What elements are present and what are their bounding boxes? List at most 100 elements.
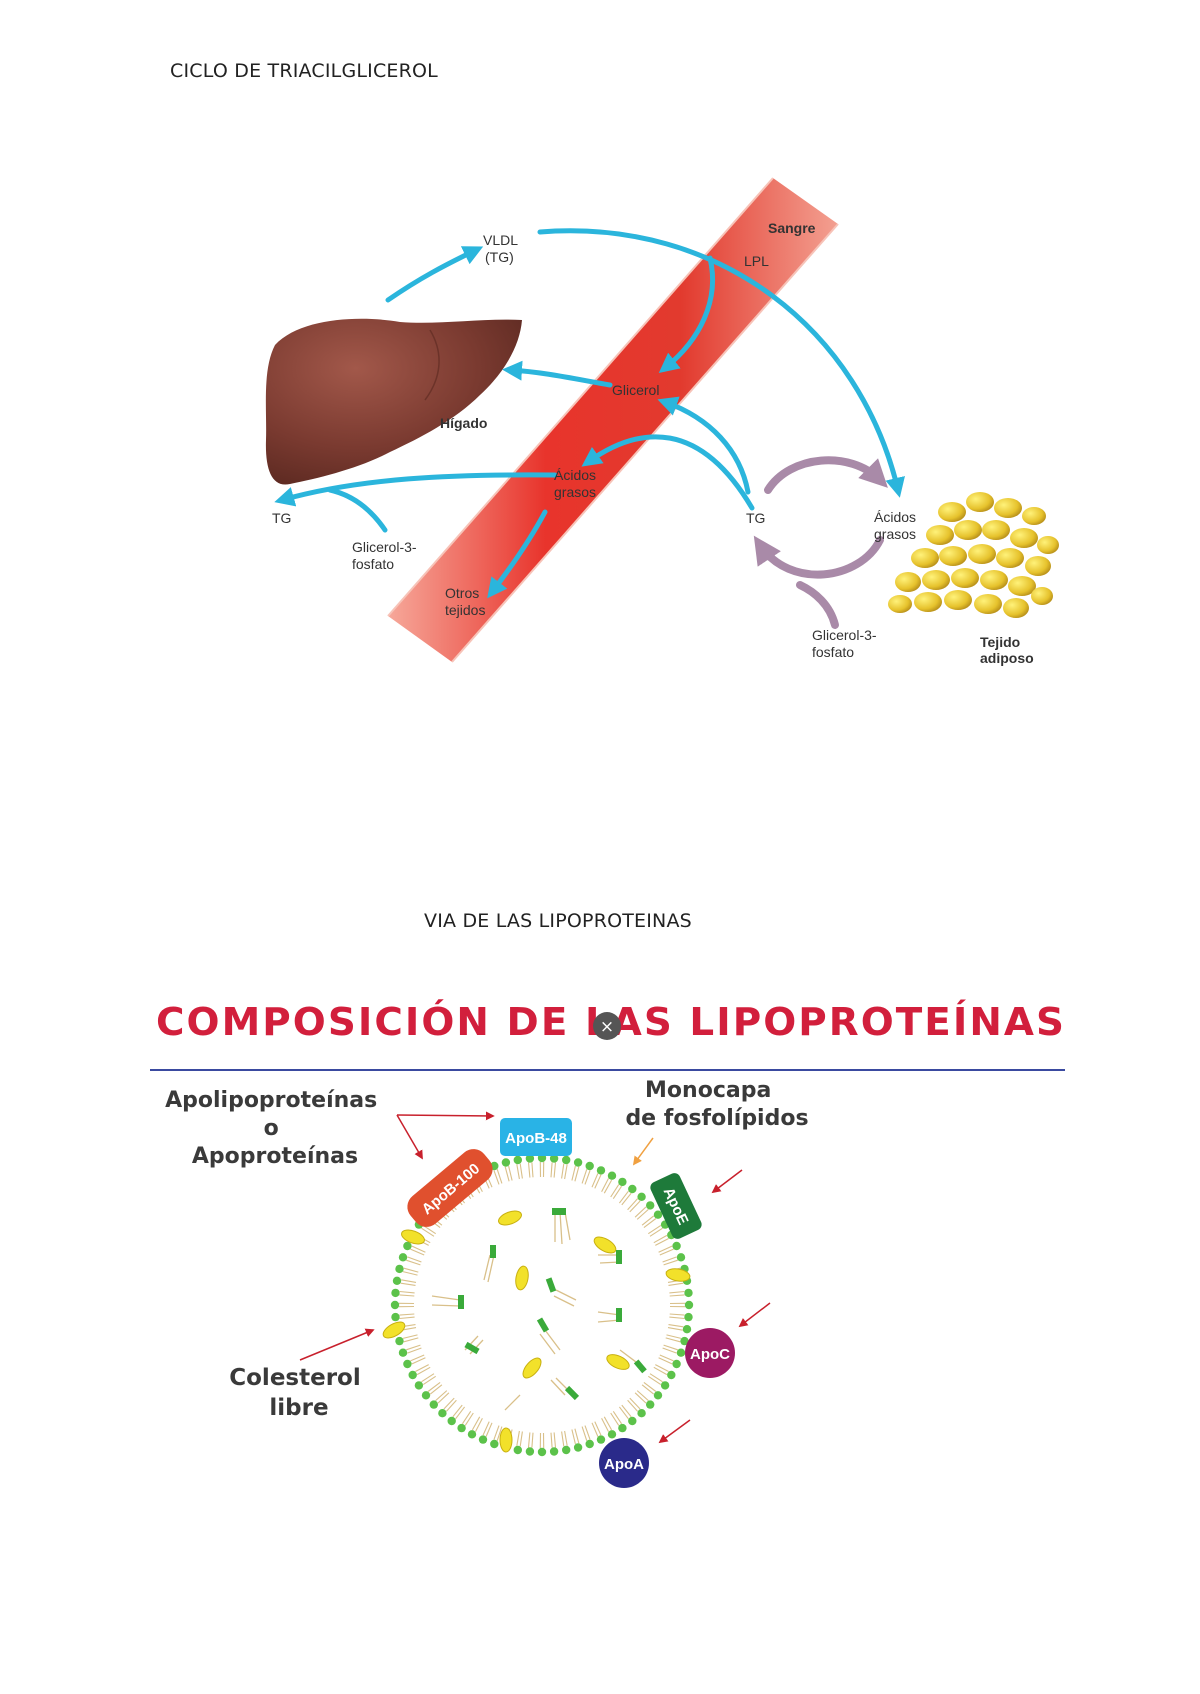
phospholipid-tail — [584, 1425, 591, 1440]
phospholipid-head — [596, 1166, 606, 1175]
phospholipid-tail — [437, 1392, 450, 1404]
phospholipid-tail — [493, 1170, 500, 1185]
phospholipid-tail — [610, 1412, 620, 1426]
label-otros-tejidos: Otros tejidos — [445, 585, 485, 618]
phospholipid-head — [513, 1445, 522, 1455]
close-button[interactable]: × — [593, 1012, 621, 1040]
phospholipid-head — [490, 1439, 499, 1449]
phospholipid-tail — [574, 1166, 580, 1182]
phospholipid-tail — [612, 1410, 623, 1425]
phospholipid-tail — [508, 1165, 513, 1181]
phospholipid-tail — [641, 1384, 655, 1395]
phospholipid-tail — [655, 1364, 669, 1372]
phospholipid-tail — [621, 1404, 632, 1418]
phospholipid-tail — [634, 1206, 647, 1218]
arrow-g3p-to-cycle — [796, 581, 839, 629]
phospholipid-tail — [443, 1397, 455, 1410]
phospholipid-tail — [411, 1357, 426, 1365]
adipose-tissue-image — [888, 492, 1059, 618]
label-sangre: Sangre — [768, 220, 816, 236]
arrow-lpl-to-glicerol — [658, 255, 716, 374]
phospholipid-tail — [618, 1406, 629, 1420]
arrow-to-apoe — [711, 1169, 743, 1194]
phospholipid-head — [618, 1423, 627, 1433]
phospholipid-tail — [482, 1421, 490, 1436]
arrow-to-colesterol — [299, 1328, 375, 1361]
phospholipid-tail — [400, 1282, 416, 1286]
phospholipid-tail — [591, 1173, 599, 1188]
phospholipid-tail — [452, 1404, 463, 1418]
apoc-protein: ApoC — [685, 1328, 735, 1378]
phospholipid-tail — [655, 1238, 669, 1246]
phospholipid-tail — [659, 1354, 674, 1362]
lipoprotein-particle — [382, 1153, 694, 1457]
inner-lipid-heads — [458, 1208, 647, 1401]
phospholipid-head — [478, 1435, 488, 1444]
phospholipid-tail — [601, 1418, 609, 1432]
phospholipid-head — [467, 1430, 477, 1439]
arrow-acidos-to-otros — [487, 509, 548, 599]
phospholipid-head — [646, 1201, 655, 1210]
label-vldl: VLDL (TG) — [483, 232, 521, 265]
phospholipid-tail — [455, 1406, 466, 1420]
phospholipid-tail — [516, 1430, 520, 1446]
phospholipid-tail — [659, 1248, 674, 1256]
phospholipid-tail — [571, 1429, 576, 1445]
phospholipid-tail — [564, 1430, 568, 1446]
phospholipid-head — [585, 1439, 594, 1449]
phospholipid-head — [447, 1416, 456, 1426]
phospholipid-tail — [415, 1364, 429, 1372]
phospholipid-head — [672, 1359, 681, 1369]
label-tg-adipose: TG — [746, 510, 765, 526]
phospholipid-tail — [399, 1316, 415, 1320]
label-apob48: ApoB-48 — [505, 1130, 567, 1147]
arrow-tg-to-glicerol — [657, 396, 751, 495]
arrow-acidos-to-tg — [274, 472, 558, 507]
phospholipid-tail — [471, 1416, 481, 1431]
phospholipid-tail — [399, 1290, 415, 1294]
label-acidos-grasos-blood: Ácidos grasos — [554, 467, 600, 500]
phospholipid-tail — [658, 1357, 673, 1365]
phospholipid-tail — [649, 1227, 663, 1237]
phospholipid-tail — [445, 1399, 457, 1412]
phospholipid-head — [607, 1171, 617, 1180]
phospholipid-tail — [643, 1381, 657, 1392]
phospholipid-tail — [493, 1425, 500, 1440]
arrow-to-apob48 — [396, 1111, 495, 1121]
phospholipid-tail — [407, 1347, 422, 1354]
label-lpl: LPL — [744, 253, 769, 269]
phospholipid-tail — [610, 1184, 620, 1198]
label-g3p-liver: Glicerol-3- fosfato — [352, 539, 420, 572]
phospholipid-head — [438, 1409, 447, 1418]
arrow-tg-to-acidos-cycle — [764, 456, 888, 494]
phospholipid-tail — [475, 1418, 483, 1432]
phospholipid-tail — [403, 1337, 419, 1343]
phospholipid-tail — [634, 1392, 647, 1404]
phospholipid-tail — [406, 1259, 421, 1266]
phospholipid-tail — [403, 1267, 419, 1273]
phospholipid-tail — [516, 1164, 520, 1180]
phospholipid-head — [457, 1423, 466, 1433]
phospholipid-heads — [390, 1153, 694, 1457]
arrow-g3p-to-tg — [327, 487, 388, 533]
heading-pathway: VIA DE LAS LIPOPROTEINAS — [424, 910, 692, 932]
phospholipid-tail — [629, 1397, 641, 1410]
tg-cycle-diagram: VLDL (TG) Sangre LPL Glicerol Hígado Áci… — [265, 177, 1059, 666]
phospholipid-tail — [519, 1431, 523, 1447]
phospholipid-tail — [667, 1327, 683, 1331]
label-monocapa: Monocapa de fosfolípidos — [625, 1078, 808, 1131]
phospholipid-tail — [553, 1432, 557, 1448]
phospholipid-head — [398, 1253, 408, 1262]
phospholipid-head — [421, 1391, 431, 1400]
cholesterol-molecules — [382, 1210, 691, 1453]
phospholipid-tail — [553, 1162, 557, 1178]
phospholipid-head — [618, 1177, 627, 1187]
phospholipid-tail — [527, 1162, 531, 1178]
phospholipid-tail — [402, 1271, 418, 1276]
phospholipid-tail — [653, 1366, 668, 1376]
label-colesterol-libre: Colesterol libre — [229, 1365, 369, 1421]
phospholipid-tail — [669, 1316, 685, 1320]
phospholipid-tail — [531, 1432, 534, 1448]
phospholipid-tail — [627, 1198, 639, 1211]
phospholipid-tail — [649, 1373, 663, 1383]
